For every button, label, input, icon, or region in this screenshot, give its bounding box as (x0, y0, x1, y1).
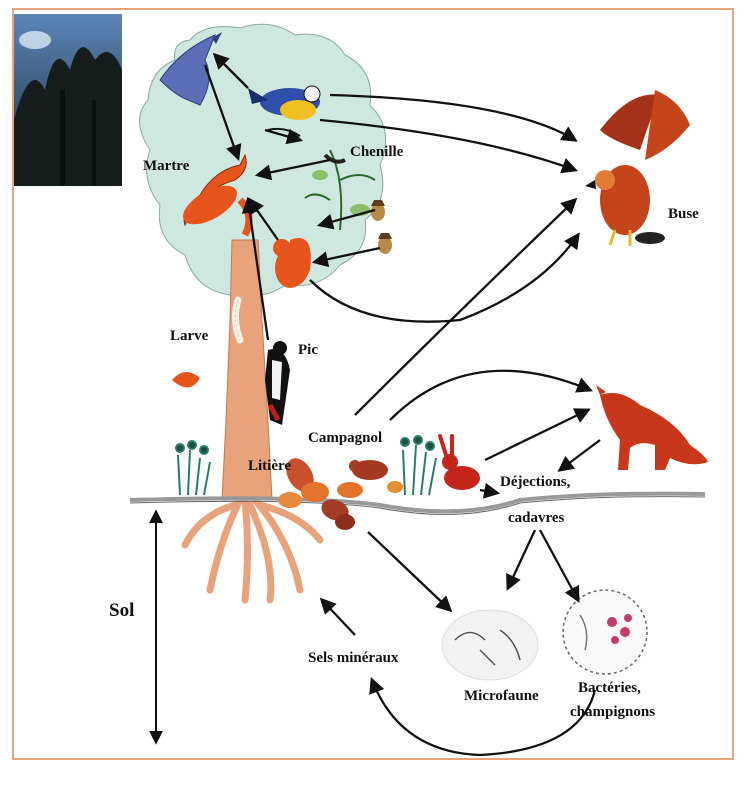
label-pic: Pic (298, 342, 318, 359)
label-campagnol: Campagnol (308, 430, 382, 447)
label-microfaune: Microfaune (464, 688, 539, 705)
label-bacteries-line1: Bactéries, (578, 680, 641, 697)
label-larve: Larve (170, 328, 208, 345)
label-sels-mineraux: Sels minéraux (308, 650, 398, 667)
forest-photo (14, 14, 122, 186)
tree-roots (185, 500, 320, 600)
label-dejections-line2: cadavres (508, 510, 564, 527)
bacteria-circle (563, 590, 647, 674)
falling-leaf (172, 372, 200, 388)
label-chenille: Chenille (350, 144, 403, 161)
microfauna-circle (442, 610, 538, 680)
label-martre: Martre (143, 158, 189, 175)
label-bacteries-line2: champignons (570, 704, 655, 721)
fox (596, 385, 708, 470)
grass-tuft-left (176, 441, 210, 495)
label-litiere: Litière (248, 458, 291, 475)
label-dejections-line1: Déjections, (500, 474, 570, 491)
label-buse: Buse (668, 206, 699, 223)
woodpecker (265, 341, 290, 425)
hare (440, 436, 480, 490)
grass-tuft-right (401, 436, 436, 495)
label-sol: Sol (109, 600, 134, 622)
acorns (371, 200, 392, 254)
